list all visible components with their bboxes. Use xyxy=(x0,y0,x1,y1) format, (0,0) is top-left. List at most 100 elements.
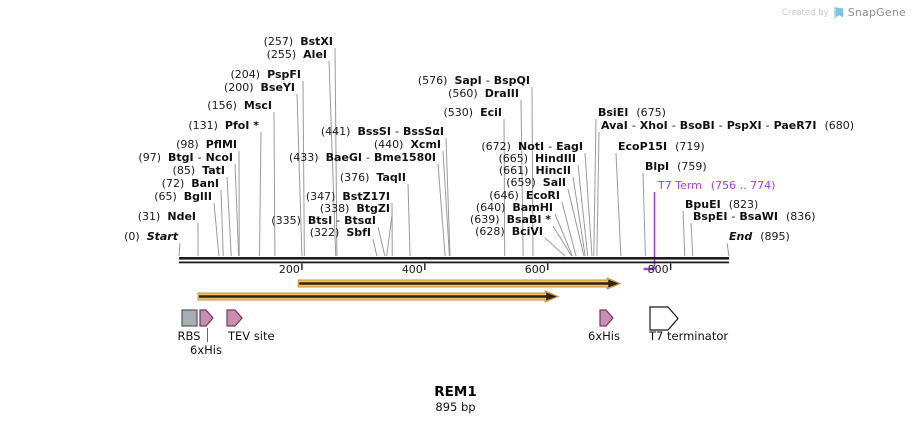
enzyme-site-label[interactable]: (560)DraIII xyxy=(448,88,519,100)
enzyme-name[interactable]: End xyxy=(729,230,753,243)
enzyme-name[interactable]: PspFI xyxy=(267,68,301,81)
enzyme-name[interactable]: EagI xyxy=(556,140,583,153)
enzyme-site-label[interactable]: (659)SalI xyxy=(506,177,566,189)
enzyme-site-label[interactable]: (672)NotI-EagI xyxy=(481,141,583,153)
enzyme-name[interactable]: BpuEI xyxy=(685,198,721,211)
enzyme-name[interactable]: PflMI xyxy=(205,138,237,151)
enzyme-site-label[interactable]: (530)EciI xyxy=(444,107,503,119)
enzyme-name[interactable]: DraIII xyxy=(484,87,519,100)
enzyme-site-label[interactable]: (376)TaqII xyxy=(340,172,406,184)
enzyme-name[interactable]: BssSαI xyxy=(402,125,444,138)
enzyme-name[interactable]: XcmI xyxy=(410,138,441,151)
enzyme-site-label[interactable]: (640)BamHI xyxy=(476,202,553,214)
enzyme-site-label[interactable]: AvaI-XhoI-BsoBI-PspXI-PaeR7I(680) xyxy=(601,120,854,132)
enzyme-site-label[interactable]: (440)XcmI xyxy=(374,139,441,151)
enzyme-site-label[interactable]: (200)BseYI xyxy=(224,82,295,94)
enzyme-site-label[interactable]: (665)HindIII xyxy=(498,153,576,165)
enzyme-site-label[interactable]: (257)BstXI xyxy=(264,36,333,48)
enzyme-site-label[interactable]: BspEI-BsaWI(836) xyxy=(693,211,816,223)
enzyme-name[interactable]: BstZ17I xyxy=(342,190,390,203)
enzyme-name[interactable]: NdeI xyxy=(167,210,196,223)
enzyme-name[interactable]: BlpI xyxy=(645,160,670,173)
enzyme-name[interactable]: PspXI xyxy=(726,119,762,132)
enzyme-site-label[interactable]: (72)BanI xyxy=(162,178,219,190)
enzyme-name[interactable]: TaqII xyxy=(376,171,406,184)
enzyme-site-label[interactable]: (646)EcoRI xyxy=(489,190,560,202)
enzyme-name[interactable]: EcoP15I xyxy=(618,140,668,153)
enzyme-site-label[interactable]: (628)BciVI xyxy=(475,226,543,238)
enzyme-name[interactable]: BsiEI xyxy=(598,106,629,119)
enzyme-name[interactable]: BstXI xyxy=(300,35,333,48)
enzyme-name[interactable]: BtsI xyxy=(307,214,333,227)
enzyme-name[interactable]: BssSI xyxy=(357,125,391,138)
enzyme-site-label[interactable]: (85)TatI xyxy=(173,165,225,177)
enzyme-name[interactable]: BciVI xyxy=(511,225,543,238)
enzyme-name[interactable]: SapI xyxy=(454,74,482,87)
enzyme-site-label[interactable]: (31)NdeI xyxy=(138,211,196,223)
enzyme-site-label[interactable]: (347)BstZ17I xyxy=(306,191,390,203)
enzyme-name[interactable]: BsaBI * xyxy=(506,213,551,226)
enzyme-name[interactable]: Bme1580I xyxy=(373,151,436,164)
enzyme-name[interactable]: BaeGI xyxy=(325,151,362,164)
feature-tev-site-arrow[interactable] xyxy=(226,309,243,327)
enzyme-name[interactable]: EciI xyxy=(480,106,502,119)
enzyme-name[interactable]: BsaWI xyxy=(739,210,778,223)
enzyme-site-label[interactable]: End(895) xyxy=(729,231,790,243)
feature-label-tev-site[interactable]: TEV site xyxy=(228,329,275,343)
enzyme-site-label[interactable]: (65)BglII xyxy=(154,191,212,203)
enzyme-name[interactable]: PfoI * xyxy=(224,119,259,132)
enzyme-site-label[interactable]: (98)PflMI xyxy=(176,139,237,151)
enzyme-site-label[interactable]: (661)HincII xyxy=(499,165,571,177)
enzyme-name[interactable]: NotI xyxy=(517,140,545,153)
feature-6xhis-arrow-2[interactable] xyxy=(599,309,614,327)
enzyme-site-label[interactable]: (156)MscI xyxy=(207,100,272,112)
enzyme-name[interactable]: PaeR7I xyxy=(773,119,817,132)
enzyme-name[interactable]: AvaI xyxy=(601,119,628,132)
feature-rbs-box[interactable] xyxy=(181,309,198,327)
enzyme-site-label[interactable]: (335)BtsI-BtsαI xyxy=(271,215,376,227)
enzyme-name[interactable]: BspEI xyxy=(693,210,728,223)
feature-label-6xhis-1[interactable]: 6xHis xyxy=(190,343,222,357)
enzyme-name[interactable]: Start xyxy=(146,230,178,243)
enzyme-name[interactable]: BglII xyxy=(183,190,212,203)
enzyme-site-label[interactable]: (338)BtgZI xyxy=(320,203,390,215)
enzyme-site-label[interactable]: BlpI(759) xyxy=(645,161,707,173)
feature-6xhis-arrow[interactable] xyxy=(199,309,214,327)
enzyme-site-label[interactable]: (0)Start xyxy=(124,231,178,243)
enzyme-name[interactable]: XhoI xyxy=(639,119,668,132)
enzyme-name[interactable]: HindIII xyxy=(535,152,576,165)
enzyme-name[interactable]: SbfI xyxy=(346,226,371,239)
enzyme-site-label[interactable]: (131)PfoI * xyxy=(188,120,259,132)
enzyme-name[interactable]: EcoRI xyxy=(525,189,560,202)
feature-label-rbs[interactable]: RBS xyxy=(177,329,201,343)
enzyme-site-label[interactable]: (441)BssSI-BssSαI xyxy=(321,126,444,138)
enzyme-name[interactable]: BamHI xyxy=(512,201,553,214)
enzyme-name[interactable]: BtgI xyxy=(168,151,194,164)
enzyme-site-label[interactable]: BsiEI(675) xyxy=(598,107,666,119)
enzyme-site-label[interactable]: (639)BsaBI * xyxy=(470,214,551,226)
enzyme-site-label[interactable]: BpuEI(823) xyxy=(685,199,758,211)
enzyme-name[interactable]: BtsαI xyxy=(344,214,376,227)
enzyme-name[interactable]: BseYI xyxy=(260,81,295,94)
enzyme-site-label[interactable]: (255)AleI xyxy=(267,49,327,61)
enzyme-name[interactable]: TatI xyxy=(202,164,225,177)
feature-label-6xhis-2[interactable]: 6xHis xyxy=(588,329,620,343)
feature-label-t7-terminator[interactable]: T7 terminator xyxy=(649,329,729,343)
enzyme-name[interactable]: HincII xyxy=(535,164,571,177)
enzyme-name[interactable]: AleI xyxy=(303,48,327,61)
t7-term-label[interactable]: T7 Term(756 .. 774) xyxy=(658,180,775,192)
enzyme-name[interactable]: SalI xyxy=(542,176,566,189)
enzyme-name[interactable]: BanI xyxy=(191,177,219,190)
enzyme-site-label[interactable]: (576)SapI-BspQI xyxy=(418,75,530,87)
enzyme-site-label[interactable]: (322)SbfI xyxy=(310,227,371,239)
enzyme-site-label[interactable]: EcoP15I(719) xyxy=(618,141,705,153)
enzyme-site-label[interactable]: (97)BtgI-NcoI xyxy=(138,152,233,164)
enzyme-site-label[interactable]: (433)BaeGI-Bme1580I xyxy=(289,152,436,164)
enzyme-site-label[interactable]: (204)PspFI xyxy=(231,69,302,81)
enzyme-name[interactable]: MscI xyxy=(243,99,272,112)
enzyme-name[interactable]: BsoBI xyxy=(679,119,715,132)
feature-t7-terminator-arrow[interactable] xyxy=(649,306,679,331)
enzyme-name[interactable]: BspQI xyxy=(493,74,530,87)
enzyme-name[interactable]: BtgZI xyxy=(356,202,390,215)
enzyme-name[interactable]: NcoI xyxy=(205,151,233,164)
